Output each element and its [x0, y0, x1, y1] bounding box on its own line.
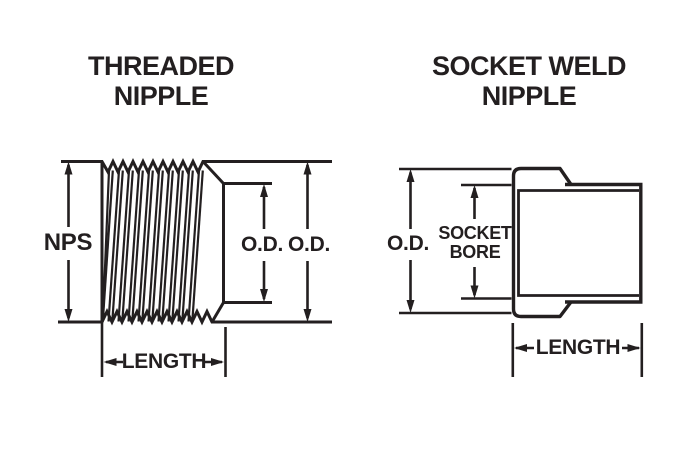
threaded-top-outline — [61, 158, 332, 176]
od-label-socket: O.D. — [387, 232, 429, 255]
thread-line — [131, 170, 144, 322]
thread-line — [127, 170, 141, 322]
thread-bottom-chamfer — [210, 301, 225, 323]
collar-outline — [511, 166, 573, 319]
threaded-nipple-title-line1: THREADED — [87, 51, 235, 81]
length-dimension-socket — [511, 323, 644, 377]
od-socket-arrowhead-down — [406, 300, 415, 313]
od-socket-dimension — [399, 167, 512, 315]
thread-line — [107, 170, 121, 322]
socket-bore-dimension — [461, 183, 512, 300]
socket-weld-nipple-title-line2: NIPPLE — [481, 81, 577, 111]
length-arrowhead-right — [211, 358, 224, 366]
pipe-outline — [565, 182, 643, 304]
od-inner-arrowhead-up — [260, 184, 268, 197]
length-label-threaded: LENGTH — [121, 350, 207, 373]
thread-line — [191, 170, 204, 322]
od-outer-label: O.D. — [288, 233, 330, 256]
od-outer-arrowhead-down — [303, 309, 312, 322]
threaded-nipple-title-line2: NIPPLE — [113, 81, 209, 111]
length-socket-arrowhead-right — [627, 344, 641, 352]
thread-line — [167, 170, 181, 322]
thread-line — [187, 170, 201, 322]
thread-line — [161, 170, 174, 322]
length-dimension-threaded — [100, 322, 227, 377]
thread-line — [117, 170, 131, 322]
thread-top-chamfer — [201, 160, 225, 185]
od-inner-arrowhead-down — [260, 289, 268, 302]
od-inner-dimension — [260, 184, 268, 302]
length-label-socket: LENGTH — [535, 336, 621, 359]
thread-line — [137, 170, 151, 322]
socket-bore-label-line2: BORE — [449, 242, 501, 262]
thread-line — [111, 170, 124, 322]
length-socket-arrowhead-left — [514, 344, 527, 352]
threaded-bottom-outline — [58, 308, 332, 326]
socket-bore-arrowhead-down — [470, 285, 479, 299]
thread-line — [157, 170, 171, 322]
thread-line — [181, 170, 194, 322]
length-arrowhead-left — [103, 358, 117, 366]
plain-end-outline — [222, 182, 272, 304]
od-socket-arrowhead-up — [406, 169, 415, 182]
od-inner-label: O.D. — [241, 233, 283, 256]
od-outer-arrowhead-up — [303, 161, 312, 175]
thread-line — [177, 170, 191, 322]
socket-bore-arrowhead-up — [470, 185, 479, 198]
thread-line — [151, 170, 164, 322]
socket-inner-outline — [517, 189, 639, 297]
socket-bore-label-line1: SOCKET — [438, 223, 512, 243]
socket-bore-label: SOCKET BORE — [438, 223, 512, 262]
nps-arrowhead-down — [64, 309, 73, 322]
thread-line — [141, 170, 154, 322]
thread-line — [171, 170, 184, 322]
nps-arrowhead-up — [64, 161, 73, 175]
thread-hatch-lines — [101, 170, 204, 322]
thread-line — [121, 170, 134, 322]
threaded-nipple-drawing — [58, 158, 332, 377]
socket-weld-nipple-title-line1: SOCKET WELD — [432, 51, 627, 81]
nps-label: NPS — [43, 229, 93, 256]
thread-line — [147, 170, 161, 322]
socket-weld-nipple-drawing — [399, 166, 644, 377]
socket-weld-nipple-title: SOCKET WELD NIPPLE — [409, 51, 649, 111]
nps-dimension — [64, 161, 73, 322]
thread-line — [101, 170, 114, 322]
od-outer-dimension — [303, 161, 312, 322]
threaded-nipple-title: THREADED NIPPLE — [41, 51, 281, 111]
